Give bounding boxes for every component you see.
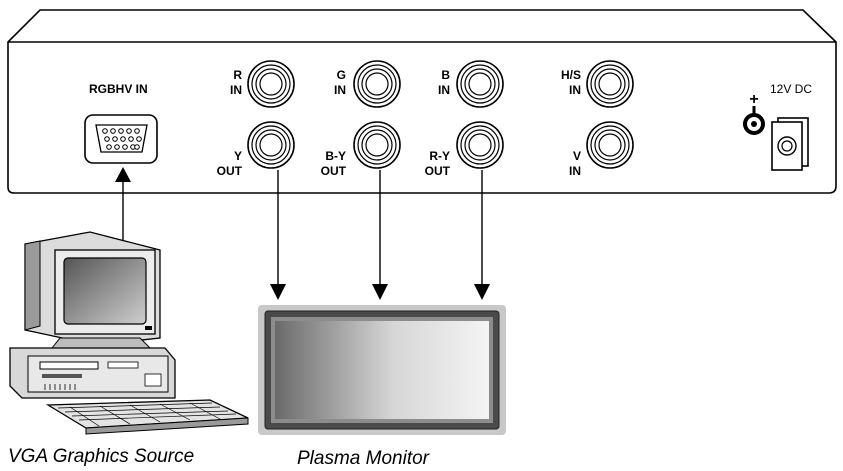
r-in-label-bottom: IN	[230, 83, 242, 97]
by-out-cable-arrow	[372, 170, 388, 300]
ry-out-label-top: R-Y	[429, 149, 450, 163]
y-out-cable-arrow	[270, 170, 286, 300]
v-in-label-bottom: IN	[569, 164, 581, 178]
v-in-label-top: V	[573, 149, 581, 163]
vga-computer-illustration	[9, 231, 249, 435]
b-in-label-bottom: IN	[438, 83, 450, 97]
plasma-monitor-caption: Plasma Monitor	[297, 448, 430, 469]
g-in-label-bottom: IN	[334, 83, 346, 97]
computer-case-icon	[9, 347, 176, 399]
r-in-label-top: R	[233, 68, 242, 82]
bnc-hs-in[interactable]	[586, 60, 634, 108]
ry-out-label-bottom: OUT	[425, 164, 451, 178]
polarity-plus-sign: +	[749, 91, 758, 108]
bnc-r-in[interactable]	[247, 60, 295, 108]
vga-port[interactable]	[84, 114, 158, 164]
hs-in-label-bottom: IN	[569, 83, 581, 97]
by-out-label-bottom: OUT	[321, 164, 347, 178]
hs-in-label-top: H/S	[561, 68, 581, 82]
bnc-y-out[interactable]	[247, 121, 295, 169]
b-in-label-top: B	[441, 68, 450, 82]
device-rear-panel	[7, 9, 837, 194]
power-polarity-icon: +	[743, 91, 765, 135]
dc-power-jack[interactable]	[771, 117, 809, 171]
plasma-monitor-illustration	[258, 305, 506, 435]
y-out-label-top: Y	[234, 149, 242, 163]
bnc-v-in[interactable]	[586, 121, 634, 169]
y-out-label-bottom: OUT	[217, 164, 243, 178]
crt-monitor-icon	[24, 231, 161, 349]
vga-cable-arrow	[115, 167, 131, 240]
rgbhv-in-label: RGBHV IN	[89, 82, 148, 96]
ry-out-cable-arrow	[474, 170, 490, 300]
bnc-g-in[interactable]	[353, 60, 401, 108]
keyboard-icon	[45, 399, 249, 435]
bnc-by-out[interactable]	[353, 121, 401, 169]
vga-source-caption: VGA Graphics Source	[8, 446, 194, 467]
connector-labels: R IN G IN B IN H/S IN Y OUT B-Y OUT R-Y …	[217, 68, 581, 178]
g-in-label-top: G	[337, 68, 346, 82]
bnc-b-in[interactable]	[456, 60, 504, 108]
power-label: 12V DC	[770, 82, 812, 96]
bnc-ry-out[interactable]	[456, 121, 504, 169]
by-out-label-top: B-Y	[325, 149, 346, 163]
